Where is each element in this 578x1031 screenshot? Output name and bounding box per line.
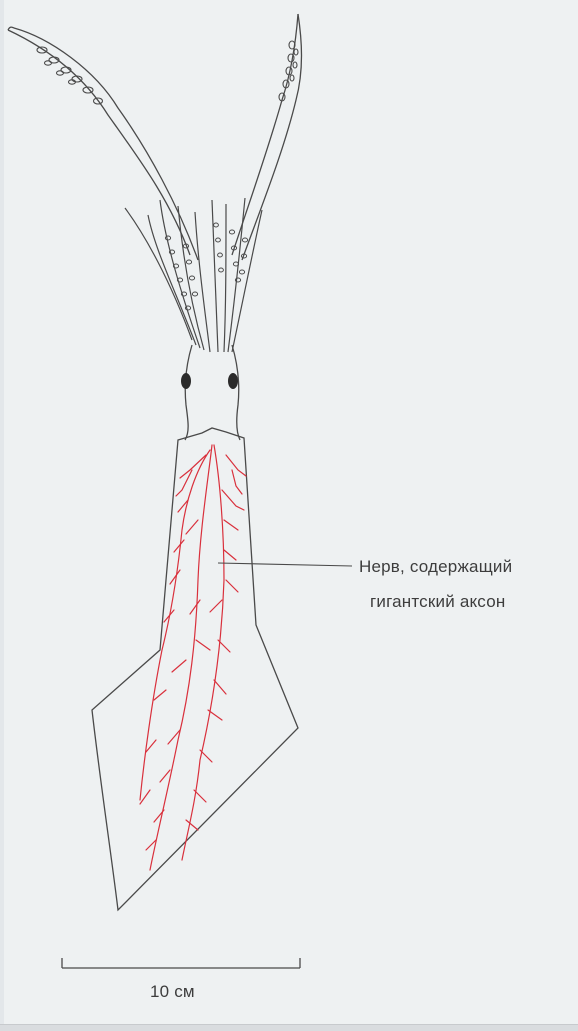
right-club-suckers: [279, 41, 298, 101]
scale-bar-label: 10 см: [150, 982, 195, 1002]
nerve-annotation-line2: гигантский аксон: [370, 592, 505, 612]
arm-suckers: [165, 223, 247, 310]
mantle-outline: [92, 428, 298, 910]
arms: [125, 198, 262, 352]
head: [185, 345, 240, 440]
bottom-edge-bar: [0, 1024, 578, 1031]
annotation-leader-line: [218, 563, 352, 566]
right-eye-icon: [228, 373, 238, 389]
eyes: [181, 373, 238, 389]
left-tentacle: [8, 27, 198, 260]
nerves: [140, 445, 246, 870]
scale-bar: [62, 958, 300, 968]
nerve-annotation-line1: Нерв, содержащий: [359, 557, 512, 577]
left-eye-icon: [181, 373, 191, 389]
